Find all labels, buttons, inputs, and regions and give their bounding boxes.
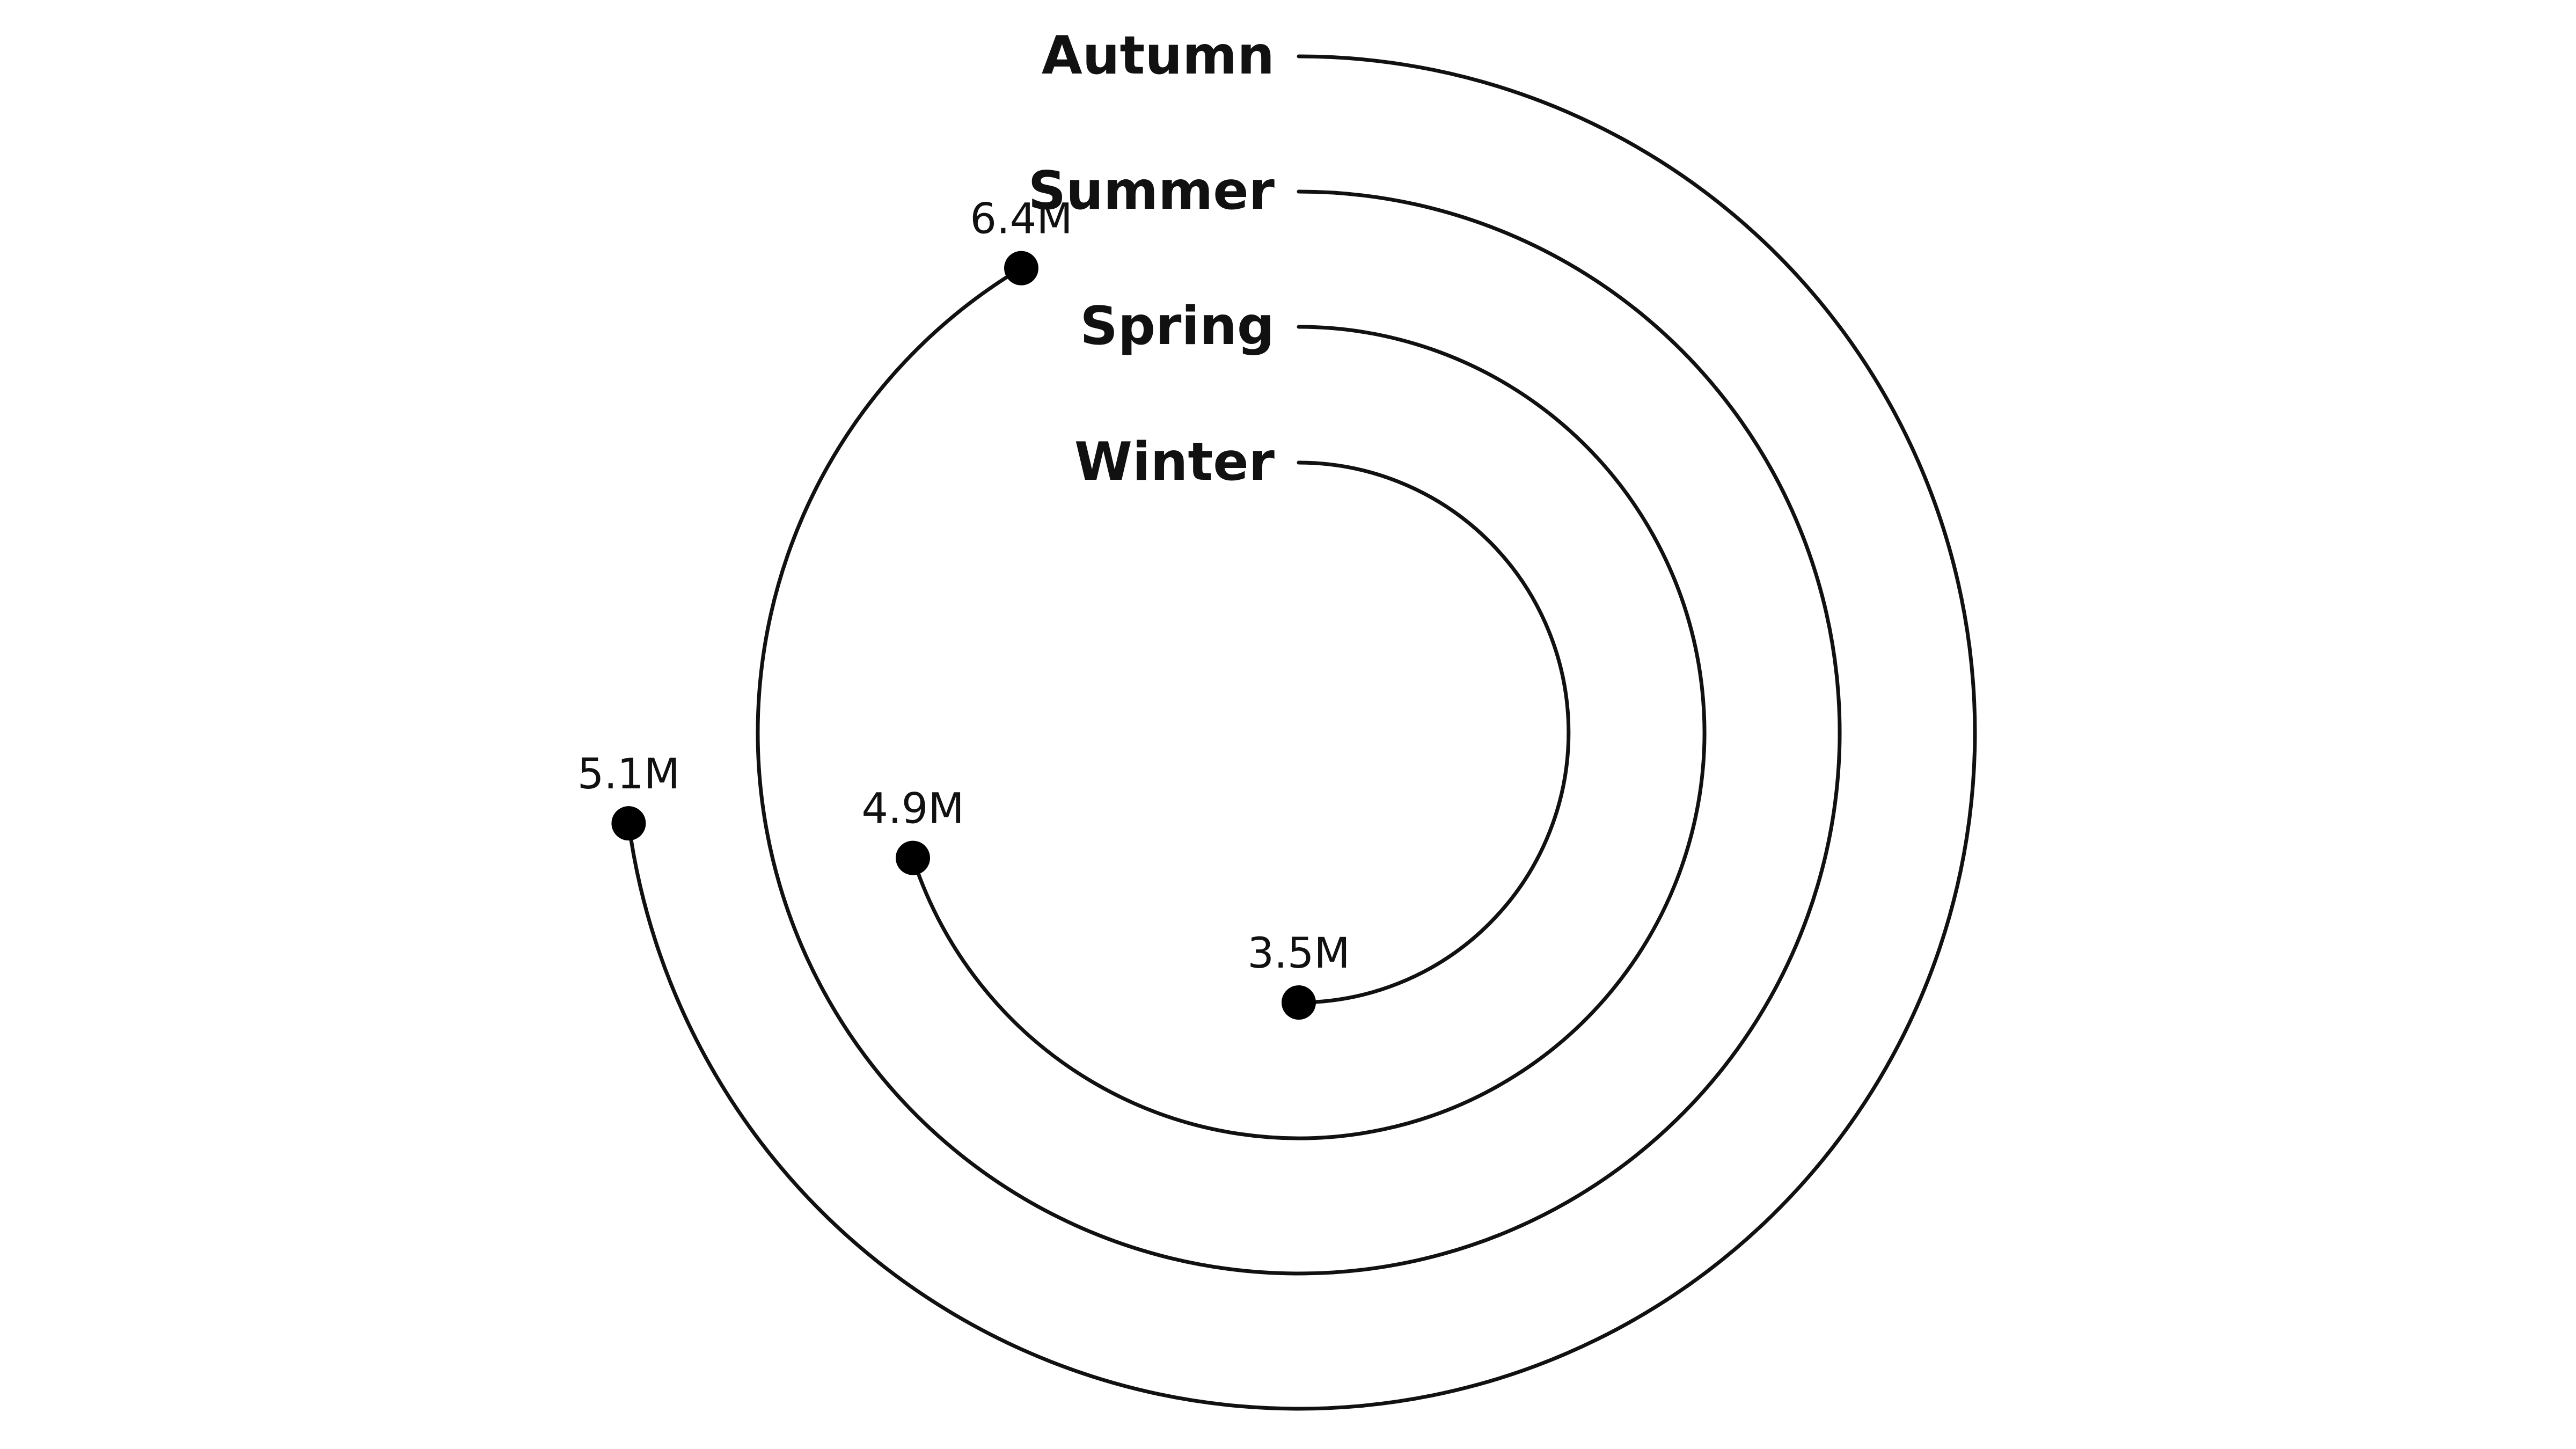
season-label-spring: Spring xyxy=(1080,296,1275,357)
arc-winter xyxy=(1297,460,1571,1005)
end-dot-winter xyxy=(1282,985,1316,1020)
end-dot-spring xyxy=(896,840,931,875)
season-label-winter: Winter xyxy=(1074,431,1275,493)
value-label-winter: 3.5M xyxy=(1247,930,1350,978)
dots-layer xyxy=(611,251,1316,1020)
value-label-spring: 4.9M xyxy=(861,785,964,833)
end-dot-summer xyxy=(1004,251,1038,286)
value-label-summer: 6.4M xyxy=(970,195,1072,244)
arc-summer xyxy=(756,189,1842,1276)
arcs-layer xyxy=(626,54,1977,1411)
arc-spring xyxy=(911,325,1707,1140)
season-label-autumn: Autumn xyxy=(1042,25,1275,86)
end-dot-autumn xyxy=(611,806,646,841)
value-labels: 5.1M 6.4M 4.9M 3.5M xyxy=(577,195,1350,978)
value-label-autumn: 5.1M xyxy=(577,750,680,799)
arc-autumn xyxy=(626,54,1977,1411)
season-label-summer: Summer xyxy=(1028,160,1275,222)
